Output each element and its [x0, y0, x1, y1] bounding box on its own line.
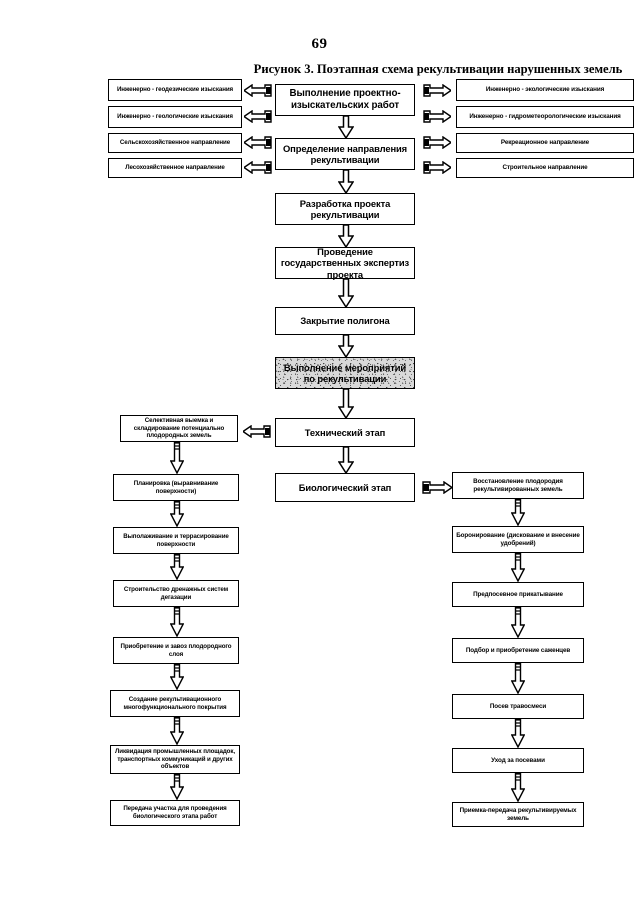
arrow-down-c4-c5	[338, 279, 354, 308]
arrow-down-c7-c8	[338, 447, 354, 474]
arrow-left-to-geodetic	[244, 84, 273, 97]
arrow-left-to-agricultural	[244, 136, 273, 149]
center-box-state-expertise: Проведение государственных экспертиз про…	[275, 246, 415, 280]
left-box-agricultural-direction: Сельскохозяйственное направление	[108, 133, 242, 153]
arrow-down-c5-c6	[338, 335, 354, 358]
center-box-determine-reclamation-direction: Определение направления рекультивации	[275, 138, 415, 170]
right-chain-harrowing: Боронирование (дискование и внесение удо…	[452, 526, 584, 553]
center-box-reclamation-measures: Выполнение мероприятий по рекультивации	[275, 357, 415, 389]
left-chain-fertile-layer-purchase: Приобретение и завоз плодородного слоя	[113, 637, 239, 664]
left-box-engineering-geodetic-survey: Инженерно - геодезические изыскания	[108, 79, 242, 101]
center-box-design-survey-works: Выполнение проектно-изыскательских работ	[275, 84, 415, 116]
arrow-down-l6-l7	[170, 717, 184, 745]
arrow-down-r5-r6	[511, 719, 525, 748]
right-chain-acceptance-handover: Приемка-передача рекультивируемых земель	[452, 802, 584, 827]
right-chain-seedlings-selection: Подбор и приобретение саженцев	[452, 638, 584, 663]
left-chain-terracing: Выполаживание и террасирование поверхнос…	[113, 527, 239, 554]
left-chain-site-handover: Передача участка для проведения биологич…	[110, 800, 240, 826]
arrow-left-to-forestry	[244, 161, 273, 174]
arrow-down-l3-l4	[170, 554, 184, 580]
center-box-landfill-closure: Закрытие полигона	[275, 307, 415, 335]
arrow-down-l7-l8	[170, 774, 184, 800]
right-chain-crop-care: Уход за посевами	[452, 748, 584, 773]
arrow-down-l4-l5	[170, 607, 184, 637]
center-box-technical-stage: Технический этап	[275, 418, 415, 447]
left-box-forestry-direction: Лесохозяйственное направление	[108, 158, 242, 178]
left-chain-selective-excavation: Селективная выемка и складирование потен…	[120, 415, 238, 442]
arrow-right-to-hydrometeorological	[419, 110, 451, 123]
page-number: 69	[311, 36, 328, 52]
left-chain-drainage-systems: Строительство дренажных систем дегазации	[113, 580, 239, 607]
right-chain-fertility-restoration: Восстановление плодородия рекультивирова…	[452, 472, 584, 499]
arrow-down-c2-c3	[338, 170, 354, 194]
left-chain-multifunctional-cover: Создание рекультивационного многофункцио…	[110, 690, 240, 717]
arrow-down-r4-r5	[511, 663, 525, 694]
arrow-right-to-recreational	[419, 136, 451, 149]
arrow-down-r3-r4	[511, 607, 525, 638]
center-box-biological-stage: Биологический этап	[275, 473, 415, 502]
figure-caption: Рисунок 3. Поэтапная схема рекультивации…	[253, 62, 623, 76]
arrow-down-l2-l3	[170, 501, 184, 527]
right-box-engineering-hydrometeorological-survey: Инженерно - гидрометеорологические изыск…	[456, 106, 634, 128]
arrow-left-to-geological	[244, 110, 273, 123]
arrow-down-r1-r2	[511, 499, 525, 526]
arrow-down-c6-c7	[338, 389, 354, 419]
center-box-project-development: Разработка проекта рекультивации	[275, 193, 415, 225]
arrow-down-r6-r7	[511, 773, 525, 802]
right-box-engineering-ecological-survey: Инженерно - экологические изыскания	[456, 79, 634, 101]
arrow-right-biological-to-fertility	[418, 481, 452, 494]
arrow-left-technical-to-selective	[243, 425, 272, 438]
arrow-down-c3-c4	[338, 225, 354, 248]
arrow-down-r2-r3	[511, 553, 525, 582]
arrow-down-l5-l6	[170, 664, 184, 690]
right-box-recreational-direction: Рекреационное направление	[456, 133, 634, 153]
arrow-down-l1-l2	[170, 442, 184, 474]
right-chain-grass-sowing: Посев травосмеси	[452, 694, 584, 719]
arrow-right-to-ecological	[419, 84, 451, 97]
right-box-construction-direction: Строительное направление	[456, 158, 634, 178]
arrow-down-c1-c2	[338, 116, 354, 139]
left-box-engineering-geological-survey: Инженерно - геологические изыскания	[108, 106, 242, 128]
left-chain-industrial-sites-liquidation: Ликвидация промышленных площадок, трансп…	[110, 745, 240, 774]
right-chain-pre-sowing-rolling: Предпосевное прикатывание	[452, 582, 584, 607]
arrow-right-to-construction	[419, 161, 451, 174]
left-chain-leveling: Планировка (выравнивание поверхности)	[113, 474, 239, 501]
